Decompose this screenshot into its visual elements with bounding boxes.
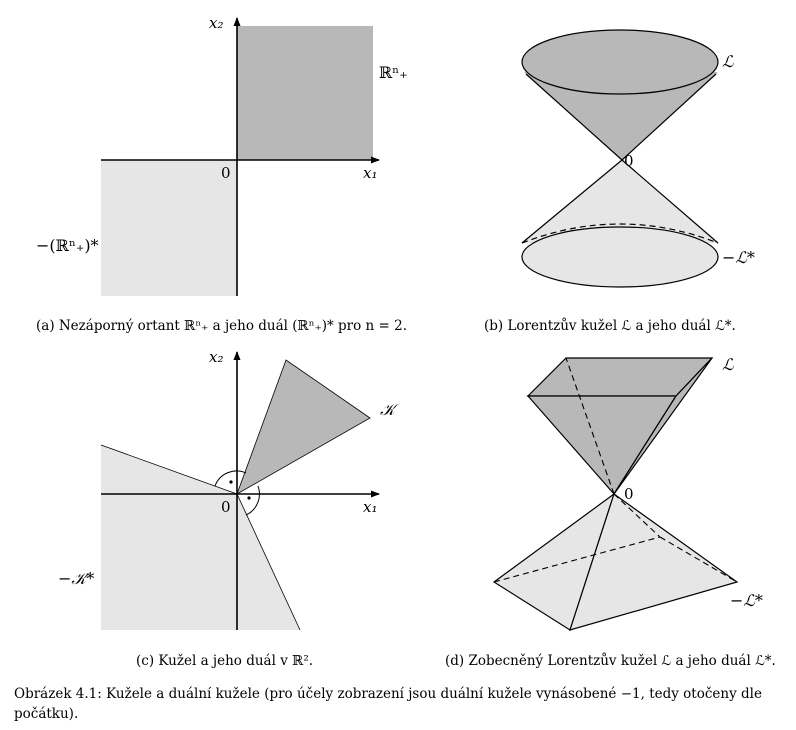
lower-cone-right-edge bbox=[621, 159, 719, 244]
cone-pyramid-right-face bbox=[613, 357, 713, 495]
dual-cone-label: −ℒ* bbox=[722, 248, 755, 267]
upper-cone-top bbox=[521, 29, 719, 95]
x2-axis-label: x₂ bbox=[209, 348, 223, 366]
caption-a: (a) Nezáporný ortant ℝⁿ₊ a jeho duál (ℝⁿ… bbox=[36, 318, 407, 334]
dual-pyramid-hidden-base-edge-left bbox=[493, 536, 661, 583]
dual-cone-label: −ℒ* bbox=[730, 591, 763, 610]
right-angle-dot-upper bbox=[229, 480, 233, 484]
dual-cone-lower-ray bbox=[236, 493, 301, 631]
dual-cone-region bbox=[101, 445, 300, 630]
origin-label: 0 bbox=[624, 485, 634, 503]
caption-c: (c) Kužel a jeho duál v ℝ². bbox=[136, 653, 314, 669]
origin-label: 0 bbox=[221, 164, 231, 182]
dual-cone-upper-ray bbox=[100, 444, 238, 495]
lower-cone-base bbox=[521, 226, 719, 288]
right-angle-arc-upper bbox=[214, 470, 247, 487]
upper-cone-surface bbox=[524, 72, 718, 160]
x1-axis-label: x₁ bbox=[363, 164, 377, 182]
panel-d-generalized-lorentz-cone: ℒ 0 −ℒ* bbox=[492, 355, 763, 631]
panel-c-cone-r2: x₂ x₁ 0 𝒦 −𝒦* bbox=[58, 348, 400, 631]
upper-cone-left-edge bbox=[525, 73, 623, 161]
dual-orthant-region bbox=[101, 160, 237, 296]
cone-pyramid-front-face bbox=[526, 395, 678, 495]
right-angle-arc-lower bbox=[245, 485, 260, 516]
panel-b-lorentz-cone: ℒ 0 −ℒ* bbox=[521, 29, 755, 288]
cone-k-region bbox=[236, 359, 371, 495]
lorentz-cone-label: ℒ bbox=[722, 52, 734, 71]
orthant-label: ℝⁿ₊ bbox=[379, 63, 408, 82]
origin-label: 0 bbox=[624, 152, 634, 170]
dual-pyramid-hidden-apex-edge bbox=[613, 493, 661, 538]
origin-label: 0 bbox=[221, 498, 231, 516]
dual-orthant-label: −(ℝⁿ₊)* bbox=[36, 236, 99, 255]
cone-pyramid-hidden-edge bbox=[565, 357, 615, 495]
lower-cone-hidden-rim bbox=[521, 223, 719, 244]
lorentz-cone-label: ℒ bbox=[722, 355, 734, 374]
x1-axis-label: x₁ bbox=[363, 498, 377, 516]
cone-k-label: 𝒦 bbox=[380, 400, 400, 419]
x2-axis-label: x₂ bbox=[209, 14, 223, 32]
dual-pyramid-hidden-base-edge-right bbox=[659, 536, 738, 583]
caption-d: (d) Zobecněný Lorentzův kužel ℒ a jeho d… bbox=[445, 653, 776, 669]
lower-cone-surface bbox=[522, 160, 718, 243]
upper-cone-right-edge bbox=[621, 73, 717, 161]
panel-a-orthant: x₂ x₁ 0 ℝⁿ₊ −(ℝⁿ₊)* bbox=[36, 14, 408, 296]
lower-cone-left-edge bbox=[521, 159, 623, 244]
figure-caption: Obrázek 4.1: Kužele a duální kužele (pro… bbox=[14, 686, 762, 722]
dual-cone-label: −𝒦* bbox=[58, 569, 94, 588]
caption-b: (b) Lorentzův kužel ℒ a jeho duál ℒ*. bbox=[484, 318, 736, 334]
dual-pyramid-right-face bbox=[569, 493, 739, 631]
nonnegative-orthant-region bbox=[237, 26, 373, 160]
right-angle-dot-lower bbox=[247, 496, 251, 500]
